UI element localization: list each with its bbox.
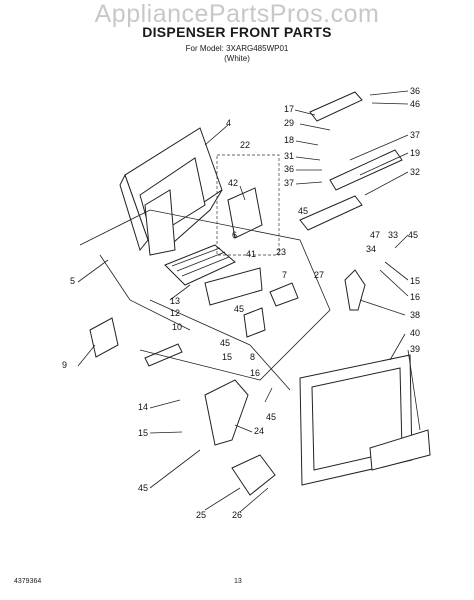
drip-tray-grille xyxy=(164,244,236,286)
callout: 27 xyxy=(314,270,324,280)
bracket xyxy=(299,195,363,231)
callout: 16 xyxy=(250,368,260,378)
dispenser-bracket xyxy=(227,187,263,239)
callout: 22 xyxy=(240,140,250,150)
dispenser-cover xyxy=(299,354,431,486)
callout: 7 xyxy=(282,270,287,280)
control-panel xyxy=(204,267,263,306)
callout: 31 xyxy=(284,151,294,161)
funnel xyxy=(89,317,119,358)
callout: 45 xyxy=(266,412,276,422)
callout: 36 xyxy=(284,164,294,174)
callout: 5 xyxy=(70,276,75,286)
callout: 45 xyxy=(138,483,148,493)
callout: 24 xyxy=(254,426,264,436)
dispenser-housing xyxy=(119,127,223,256)
document-number: 4379364 xyxy=(14,578,42,585)
callout: 17 xyxy=(284,104,294,114)
callout: 18 xyxy=(284,135,294,145)
ice-chute xyxy=(204,379,249,446)
switch-cover xyxy=(243,307,266,338)
callout: 16 xyxy=(410,292,420,302)
callout: 45 xyxy=(234,304,244,314)
color-line: (White) xyxy=(224,54,250,63)
callout: 37 xyxy=(410,130,420,140)
callout: 45 xyxy=(408,230,418,240)
callout: 40 xyxy=(410,328,420,338)
callout: 45 xyxy=(298,206,308,216)
callout: 32 xyxy=(410,167,420,177)
callout: 14 xyxy=(138,402,148,412)
callout: 19 xyxy=(410,148,420,158)
callout: 15 xyxy=(222,352,232,362)
callout: 8 xyxy=(250,352,255,362)
callout: 9 xyxy=(62,360,67,370)
callout: 36 xyxy=(410,86,420,96)
callout: 15 xyxy=(410,276,420,286)
ice-door xyxy=(231,454,276,496)
callout: 41 xyxy=(246,249,256,259)
page-number: 13 xyxy=(234,578,242,585)
slide-bracket xyxy=(329,149,403,191)
model-line: For Model: 3XARG485WP01 xyxy=(185,44,289,53)
callout: 13 xyxy=(170,296,180,306)
callout-labels: 36 46 17 29 18 31 36 37 45 37 19 32 4 22… xyxy=(62,86,420,520)
callout: 23 xyxy=(276,247,286,257)
callout: 4 xyxy=(226,118,231,128)
light-socket xyxy=(144,343,183,367)
callout: 34 xyxy=(366,244,376,254)
callout: 29 xyxy=(284,118,294,128)
callout: 38 xyxy=(410,310,420,320)
callout: 15 xyxy=(138,428,148,438)
page-title: DISPENSER FRONT PARTS xyxy=(142,24,332,40)
callout: 37 xyxy=(284,178,294,188)
callout: 39 xyxy=(410,344,420,354)
actuator xyxy=(269,282,299,307)
callout: 25 xyxy=(196,510,206,520)
callout: 42 xyxy=(228,178,238,188)
callout: 33 xyxy=(388,230,398,240)
callout: 12 xyxy=(170,308,180,318)
dispenser-lever xyxy=(344,269,366,311)
watermark: AppliancePartsPros.com xyxy=(94,0,380,28)
leader-lines xyxy=(77,90,421,513)
callout: 26 xyxy=(232,510,242,520)
callout: 45 xyxy=(220,338,230,348)
callout: 6 xyxy=(232,230,237,240)
callout: 46 xyxy=(410,99,420,109)
top-bar xyxy=(309,91,363,122)
callout: 10 xyxy=(172,322,182,332)
callout: 47 xyxy=(370,230,380,240)
